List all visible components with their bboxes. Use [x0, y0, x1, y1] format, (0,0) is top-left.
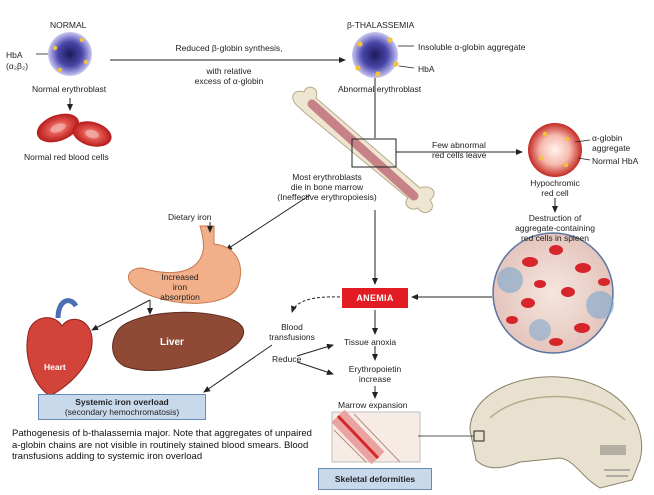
thal-hba-label: HbA — [418, 64, 435, 74]
bone-marrow-graphic — [292, 86, 435, 213]
blood-transfusions-line1: Blood — [281, 322, 303, 332]
normal-hba-hypo-label: Normal HbA — [592, 156, 639, 166]
iron-overload-box: Systemic iron overload (secondary hemoch… — [38, 394, 206, 420]
insoluble-aggregate-label: Insoluble α-globin aggregate — [418, 42, 526, 52]
reduce-label: Reduce — [272, 354, 302, 364]
alpha-globin-line2: aggregate — [592, 143, 631, 153]
marrow-death-line2: die in bone marrow — [290, 182, 364, 192]
thal-heading: β-THALASSEMIA — [347, 20, 415, 30]
normal-rbc-label: Normal red blood cells — [24, 152, 109, 162]
alpha-globin-line1: α-globin — [592, 133, 623, 143]
abnormal-erythroblast — [352, 32, 415, 78]
iron-overload-line1: Systemic iron overload — [75, 397, 169, 407]
normal-red-blood-cells — [36, 113, 112, 147]
iron-overload-line2: (secondary hemochromatosis) — [64, 407, 180, 417]
tissue-anoxia-label: Tissue anoxia — [344, 337, 397, 347]
normal-heading: NORMAL — [50, 20, 87, 30]
iron-absorption-line1: Increased — [161, 272, 199, 282]
marrow-death-line3: (Ineffective erythropoiesis) — [277, 192, 377, 202]
heart-label: Heart — [44, 362, 66, 372]
few-cells-line2: red cells leave — [432, 150, 487, 160]
heart-graphic — [26, 298, 93, 397]
top-arrow-line1: Reduced β-globin synthesis, — [175, 43, 283, 53]
destruction-line3: red cells in spleen — [520, 233, 590, 243]
destruction-line1: Destruction of — [528, 213, 582, 223]
top-arrow-line2: with relative — [206, 66, 252, 76]
stomach-graphic — [128, 225, 242, 304]
normal-hba-formula: (α₂β₂) — [6, 61, 29, 71]
normal-hba-label: HbA — [6, 50, 23, 60]
epo-line1: Erythropoietin — [348, 364, 402, 374]
epo-line2: increase — [358, 374, 392, 384]
marrow-expansion-label: Marrow expansion — [338, 400, 408, 410]
abnormal-erythroblast-label: Abnormal erythroblast — [338, 84, 422, 94]
bone-zoom-box — [351, 138, 397, 168]
normal-erythroblast — [36, 32, 92, 76]
dietary-iron-label: Dietary iron — [168, 212, 212, 222]
liver-graphic — [112, 311, 244, 371]
marrow-death-line1: Most erythroblasts — [292, 172, 362, 182]
iron-absorption-line3: absorption — [160, 292, 200, 302]
few-cells-line1: Few abnormal — [432, 140, 486, 150]
destruction-line2: aggregate-containing — [515, 223, 595, 233]
skeletal-deformities-box: Skeletal deformities — [318, 468, 432, 490]
marrow-expansion-graphic — [331, 409, 421, 465]
hypochromic-label-line2: red cell — [541, 188, 569, 198]
hypochromic-label-line1: Hypochromic — [530, 178, 580, 188]
figure-caption: Pathogenesis of b-thalassemia major. Not… — [12, 428, 312, 462]
spleen-graphic — [492, 232, 614, 354]
top-arrow-line3: excess of α-globin — [194, 76, 264, 86]
normal-erythroblast-label: Normal erythroblast — [32, 84, 107, 94]
liver-label: Liver — [160, 337, 184, 348]
hypochromic-red-cell — [528, 123, 591, 177]
blood-transfusions-line2: transfusions — [269, 332, 315, 342]
anemia-box: ANEMIA — [342, 288, 408, 308]
skull-graphic — [418, 376, 643, 489]
iron-absorption-line2: iron — [172, 282, 188, 292]
